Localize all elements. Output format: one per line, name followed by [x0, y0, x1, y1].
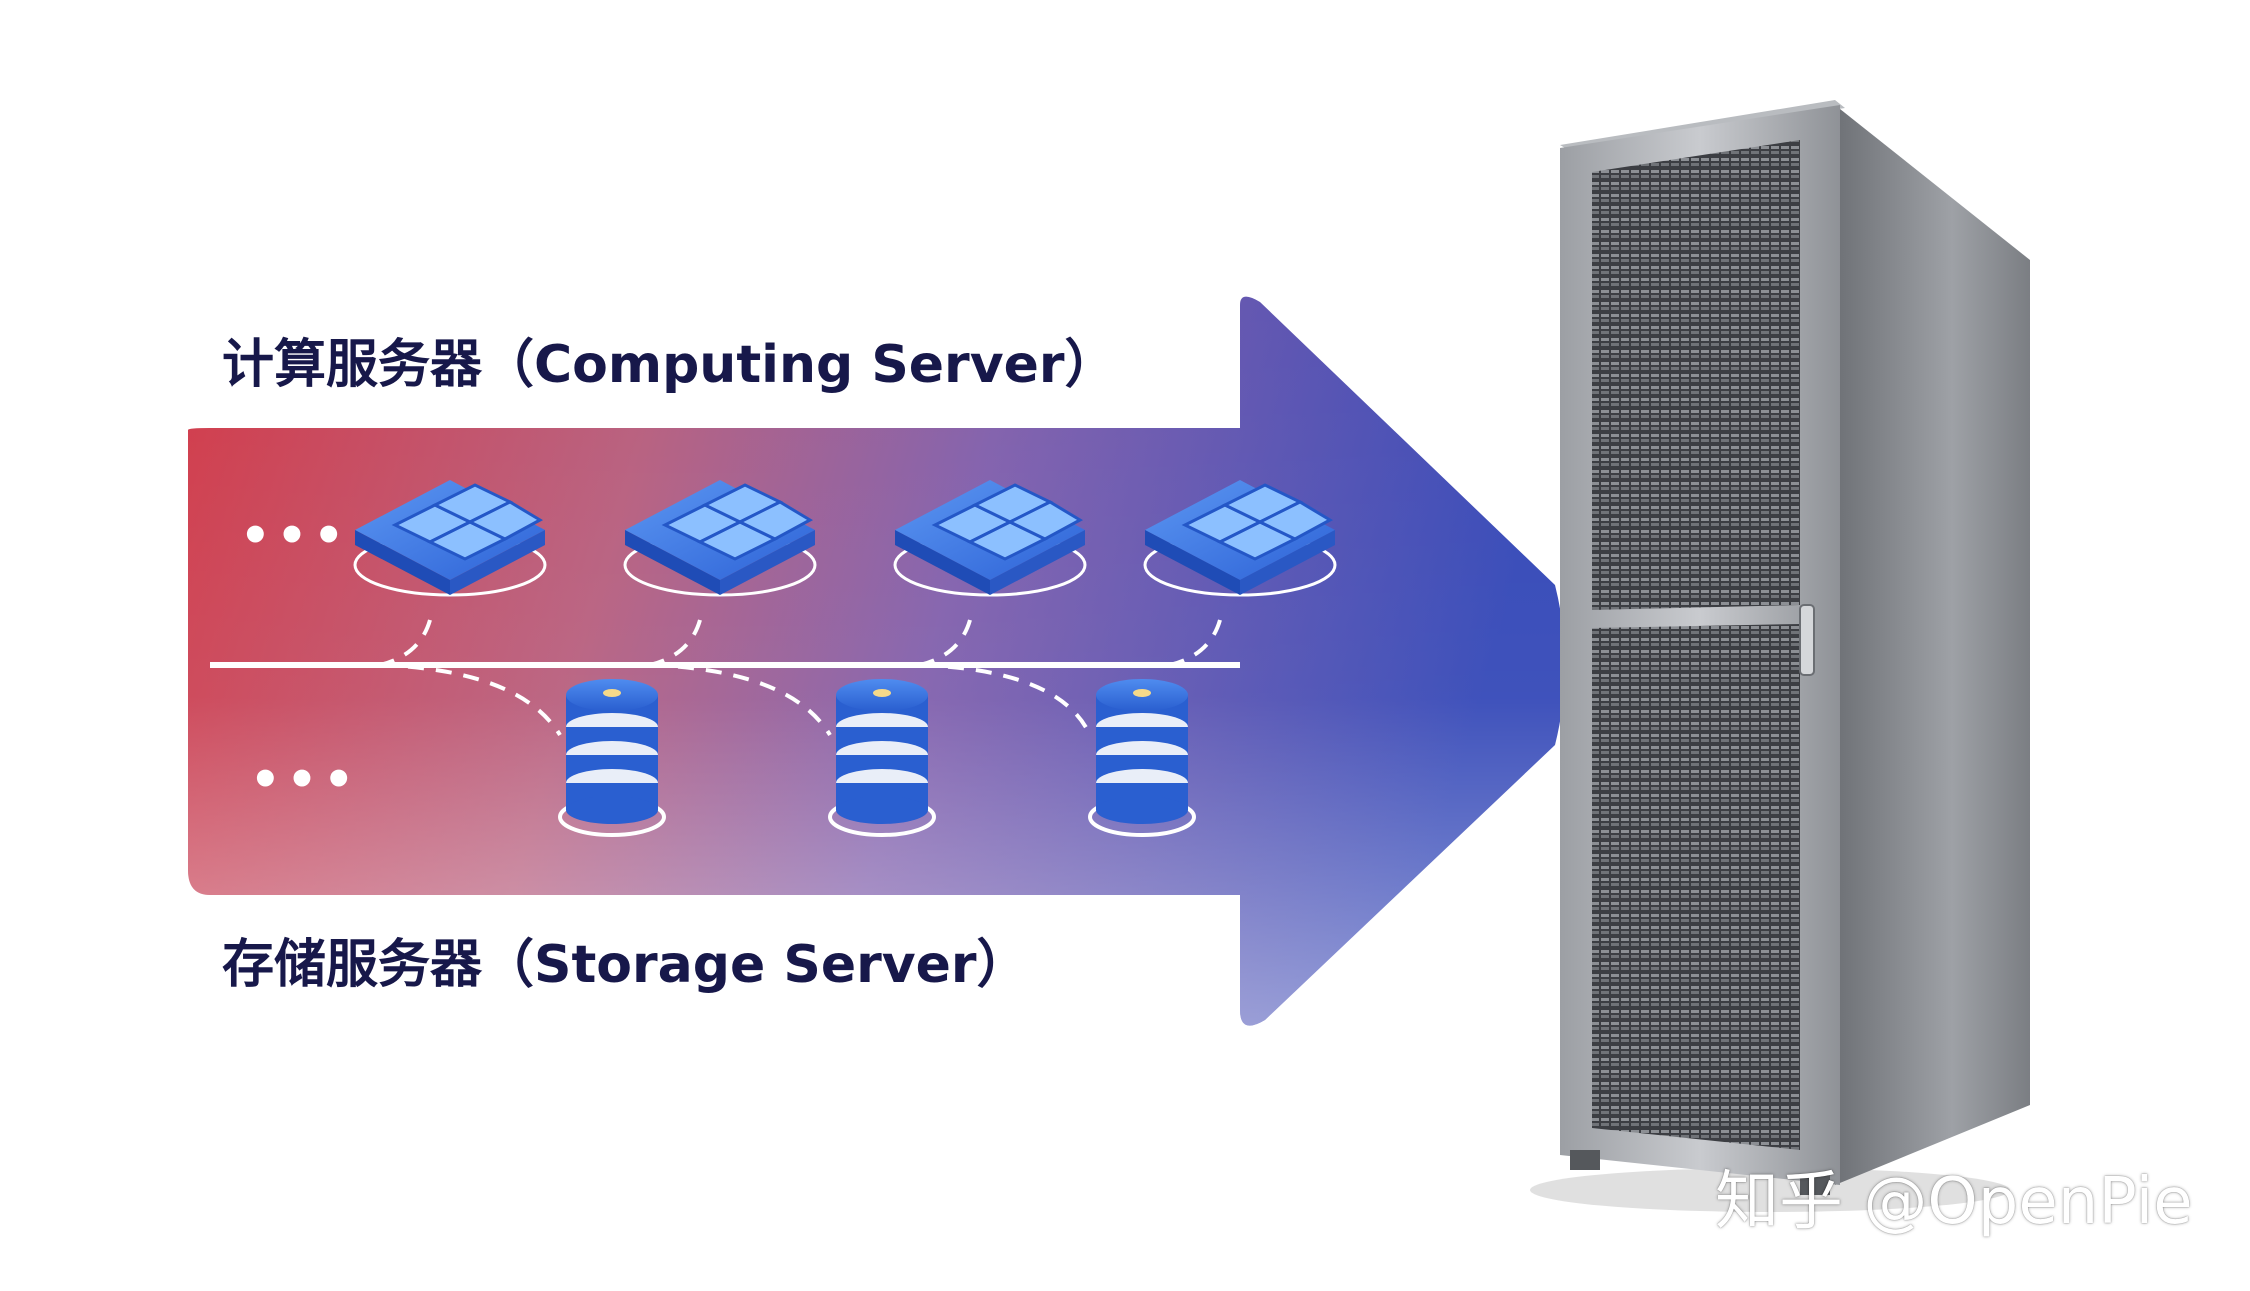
computing-server-label: 计算服务器（Computing Server）	[222, 335, 1117, 395]
flow-arrow-sheen	[188, 296, 1565, 1026]
ellipsis-bottom: •••	[250, 752, 361, 808]
storage-cylinder-1	[558, 679, 666, 837]
computing-module-3	[893, 480, 1087, 597]
dashed-connectors	[379, 619, 1222, 737]
storage-cylinder-2	[828, 679, 936, 837]
server-rack-illustration	[1530, 100, 2030, 1212]
computing-module-4	[1143, 480, 1337, 597]
ellipsis-top: •••	[240, 508, 351, 564]
computing-module-2	[623, 480, 817, 597]
storage-server-label: 存储服务器（Storage Server）	[222, 935, 1029, 995]
watermark: 知乎 @OpenPie	[1715, 1165, 2193, 1239]
storage-cylinder-3	[1088, 679, 1196, 837]
computing-module-1	[353, 480, 547, 597]
